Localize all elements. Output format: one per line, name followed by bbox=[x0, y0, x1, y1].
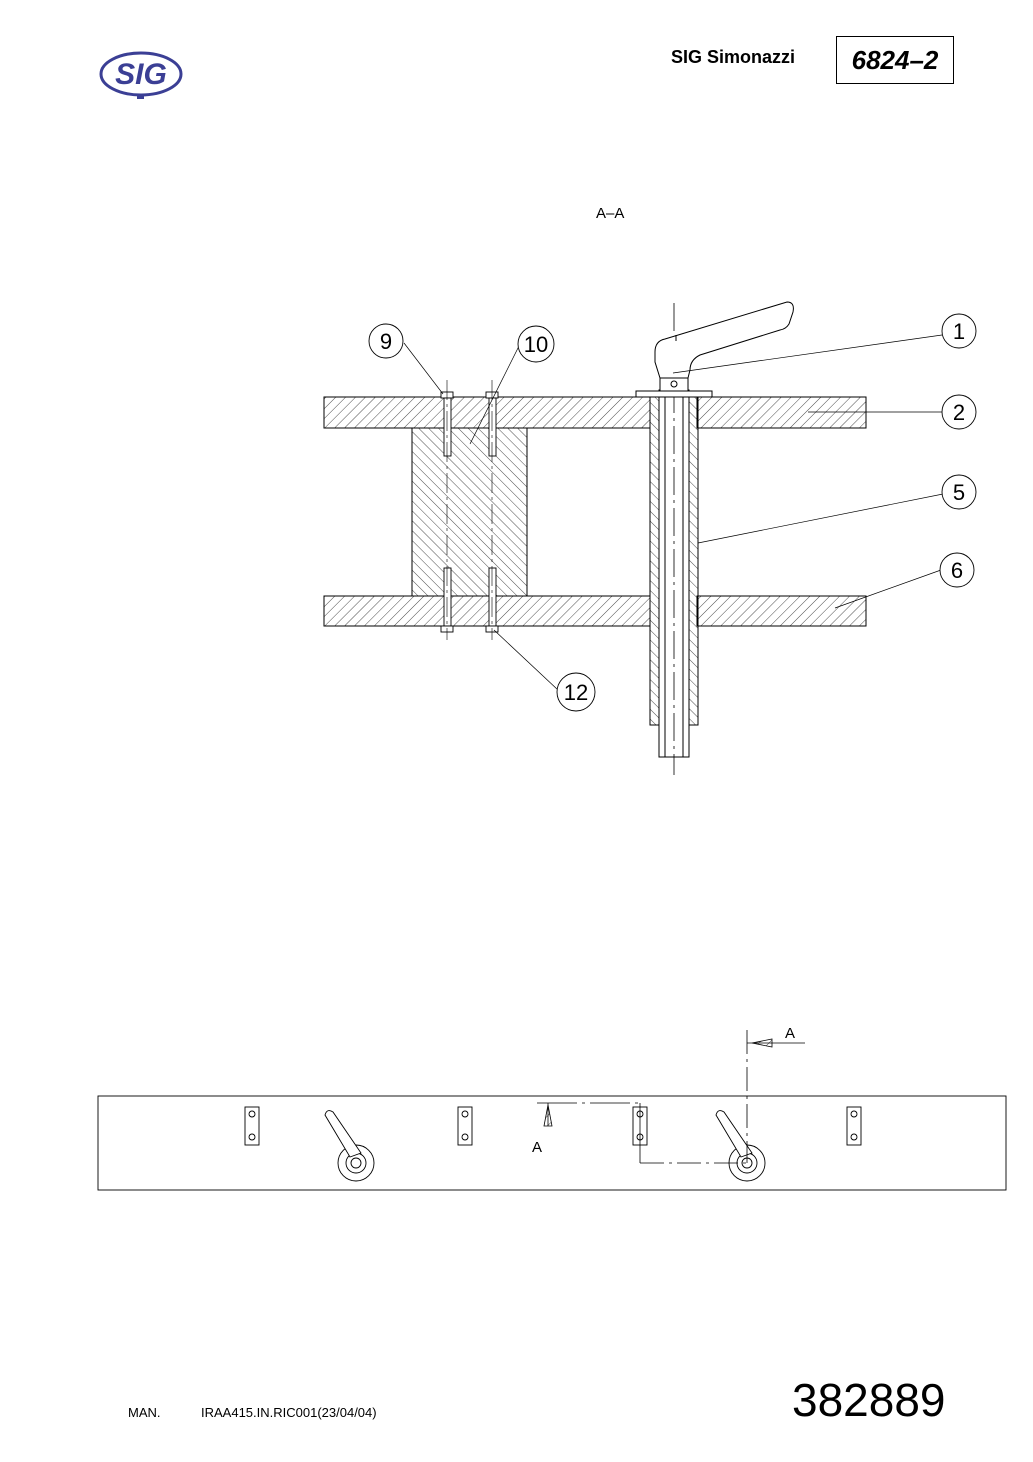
collar bbox=[635, 390, 713, 398]
plan-outline bbox=[97, 1095, 1007, 1191]
svg-text:6: 6 bbox=[951, 558, 963, 583]
svg-text:10: 10 bbox=[524, 332, 548, 357]
sleeve-left bbox=[649, 396, 660, 726]
top-plate-right bbox=[696, 396, 867, 429]
bolts bbox=[440, 380, 499, 640]
svg-text:2: 2 bbox=[953, 400, 965, 425]
nut bbox=[659, 377, 689, 392]
page-number: 382889 bbox=[792, 1374, 946, 1426]
bottom-plate-left bbox=[323, 595, 651, 627]
section-view-title: A–A bbox=[596, 205, 625, 222]
callout-12: 12 bbox=[556, 672, 596, 712]
sig-logo: SIG bbox=[98, 50, 184, 100]
svg-text:1: 1 bbox=[953, 319, 965, 344]
plan-lever-right bbox=[715, 1110, 766, 1182]
logo-text: SIG bbox=[115, 58, 167, 91]
callout-6: 6 bbox=[939, 552, 975, 588]
company-name: SIG Simonazzi bbox=[671, 47, 796, 67]
leader-lines bbox=[403, 334, 944, 691]
section-marker-bottom: A bbox=[532, 1139, 542, 1156]
svg-text:9: 9 bbox=[380, 329, 392, 354]
drawing-code: 6824–2 bbox=[836, 36, 954, 84]
sig-logo-graphic: SIG bbox=[99, 51, 183, 99]
svg-text:12: 12 bbox=[564, 680, 588, 705]
callout-10: 10 bbox=[517, 325, 555, 363]
footer-man-label: MAN. bbox=[128, 1405, 161, 1420]
spacer-block bbox=[411, 427, 528, 597]
svg-text:5: 5 bbox=[953, 480, 965, 505]
callout-2: 2 bbox=[941, 394, 977, 430]
callout-1: 1 bbox=[941, 313, 977, 349]
sleeve-right bbox=[688, 396, 699, 726]
callouts: 1 2 5 6 9 10 12 bbox=[368, 313, 977, 712]
section-view bbox=[323, 301, 944, 775]
plan-view bbox=[97, 1030, 1007, 1191]
plan-lever-left bbox=[324, 1110, 375, 1182]
section-cut-line bbox=[537, 1030, 805, 1164]
callout-9: 9 bbox=[368, 323, 404, 359]
top-plate-left bbox=[323, 396, 651, 429]
bottom-plate-right bbox=[696, 595, 867, 627]
callout-5: 5 bbox=[941, 474, 977, 510]
lever-handle bbox=[654, 301, 794, 379]
section-marker-top: A bbox=[785, 1025, 795, 1042]
footer-reference: IRAA415.IN.RIC001(23/04/04) bbox=[201, 1405, 377, 1420]
